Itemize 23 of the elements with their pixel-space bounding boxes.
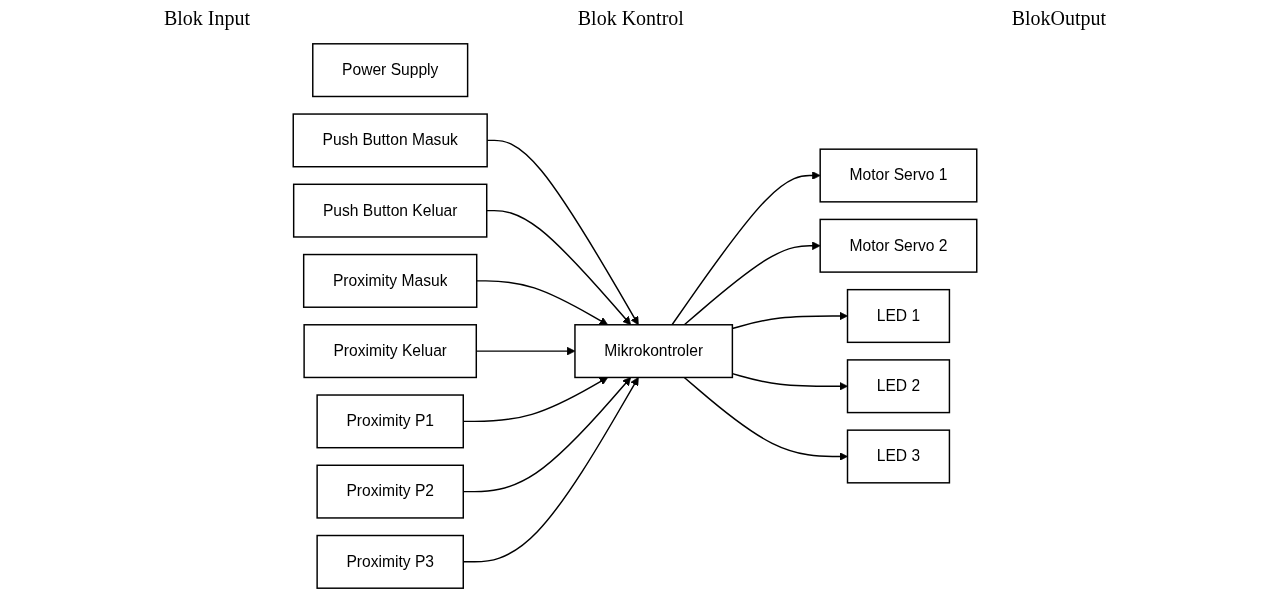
node-box: Proximity Masuk	[302, 253, 478, 308]
node-box: Proximity P2	[316, 464, 464, 519]
node-box: Push Button Keluar	[292, 183, 488, 238]
arrow	[476, 280, 609, 326]
node-box: Power Supply	[312, 43, 469, 98]
arrow	[486, 209, 632, 326]
block-heading: Blok Kontrol	[577, 6, 684, 30]
node-box: LED 3	[846, 429, 951, 484]
node-box: Push Button Masuk	[292, 113, 488, 168]
node-box: LED 1	[846, 288, 951, 344]
arrow	[671, 171, 821, 326]
node-box: Proximity Keluar	[303, 324, 478, 379]
arrow	[683, 241, 821, 326]
node-box: LED 2	[846, 359, 951, 414]
node-box: Mikrokontroler	[574, 324, 734, 379]
node-box: Proximity P3	[316, 534, 464, 589]
node-box: Motor Servo 2	[819, 218, 978, 273]
arrow	[683, 376, 848, 461]
node-box: Motor Servo 1	[819, 148, 978, 203]
block-heading: BlokOutput	[1011, 6, 1107, 30]
node-box: Proximity P1	[316, 394, 464, 449]
arrow	[486, 139, 639, 326]
block-heading: Blok Input	[163, 6, 250, 30]
